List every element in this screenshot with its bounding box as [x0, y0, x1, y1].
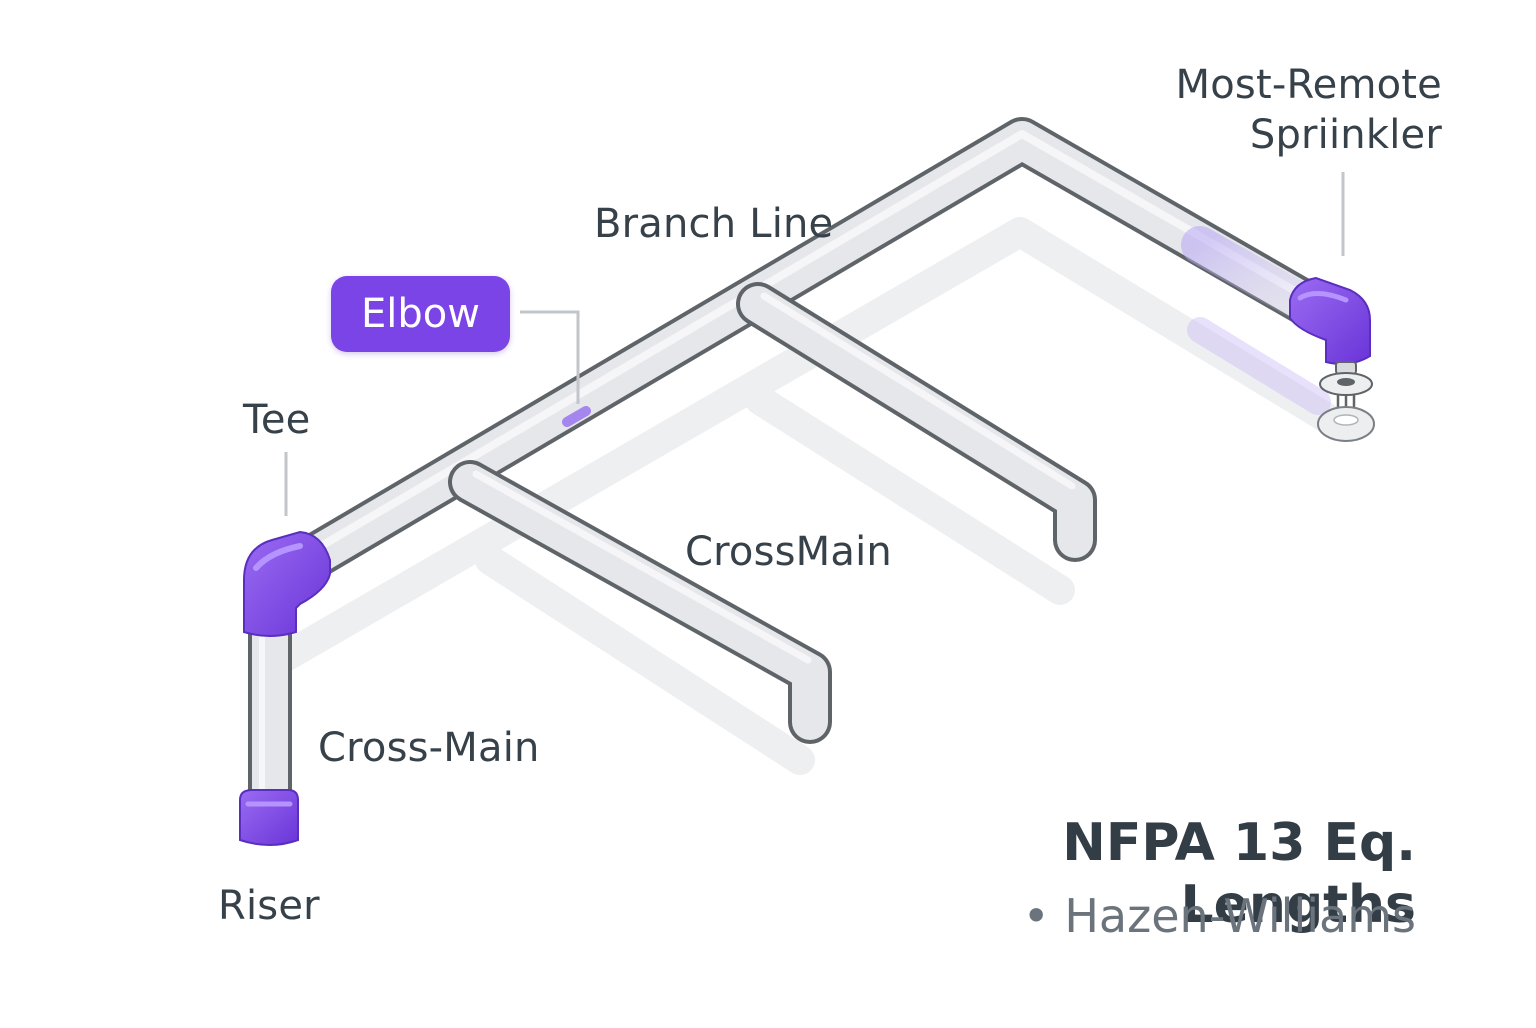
crossmain-label: CrossMain [685, 529, 892, 575]
diagram-subtitle: • Hazen-Williams [1022, 889, 1416, 943]
most-remote-line-1: Most-Remote [1175, 62, 1442, 108]
riser-pipe [248, 620, 292, 810]
cross-main-pipe-2 [736, 282, 1097, 562]
tee-label: Tee [243, 397, 311, 443]
elbow-highlight [562, 406, 591, 427]
sprinkler-head-icon [1317, 361, 1375, 442]
most-remote-elbow-fitting [1289, 276, 1371, 365]
most-remote-sprinkler-label: Most-Remote Spriinkler [1050, 60, 1442, 160]
flow-glow [1187, 317, 1331, 415]
riser-label: Riser [218, 883, 320, 929]
most-remote-line-2: Spriinkler [1249, 112, 1442, 158]
branch-line-label: Branch Line [594, 201, 834, 247]
tee-fitting [243, 530, 331, 637]
diagram-title: NFPA 13 Eq. Lengths [1062, 813, 1416, 935]
cross-main-pipe-1 [448, 460, 832, 744]
cross-main-label: Cross-Main [318, 725, 540, 771]
leader-elbow [520, 310, 580, 404]
elbow-label-badge: Elbow [331, 276, 510, 352]
main-pipe [265, 117, 1349, 595]
leader-lines [284, 172, 1345, 516]
riser-cap-fitting [239, 789, 299, 846]
